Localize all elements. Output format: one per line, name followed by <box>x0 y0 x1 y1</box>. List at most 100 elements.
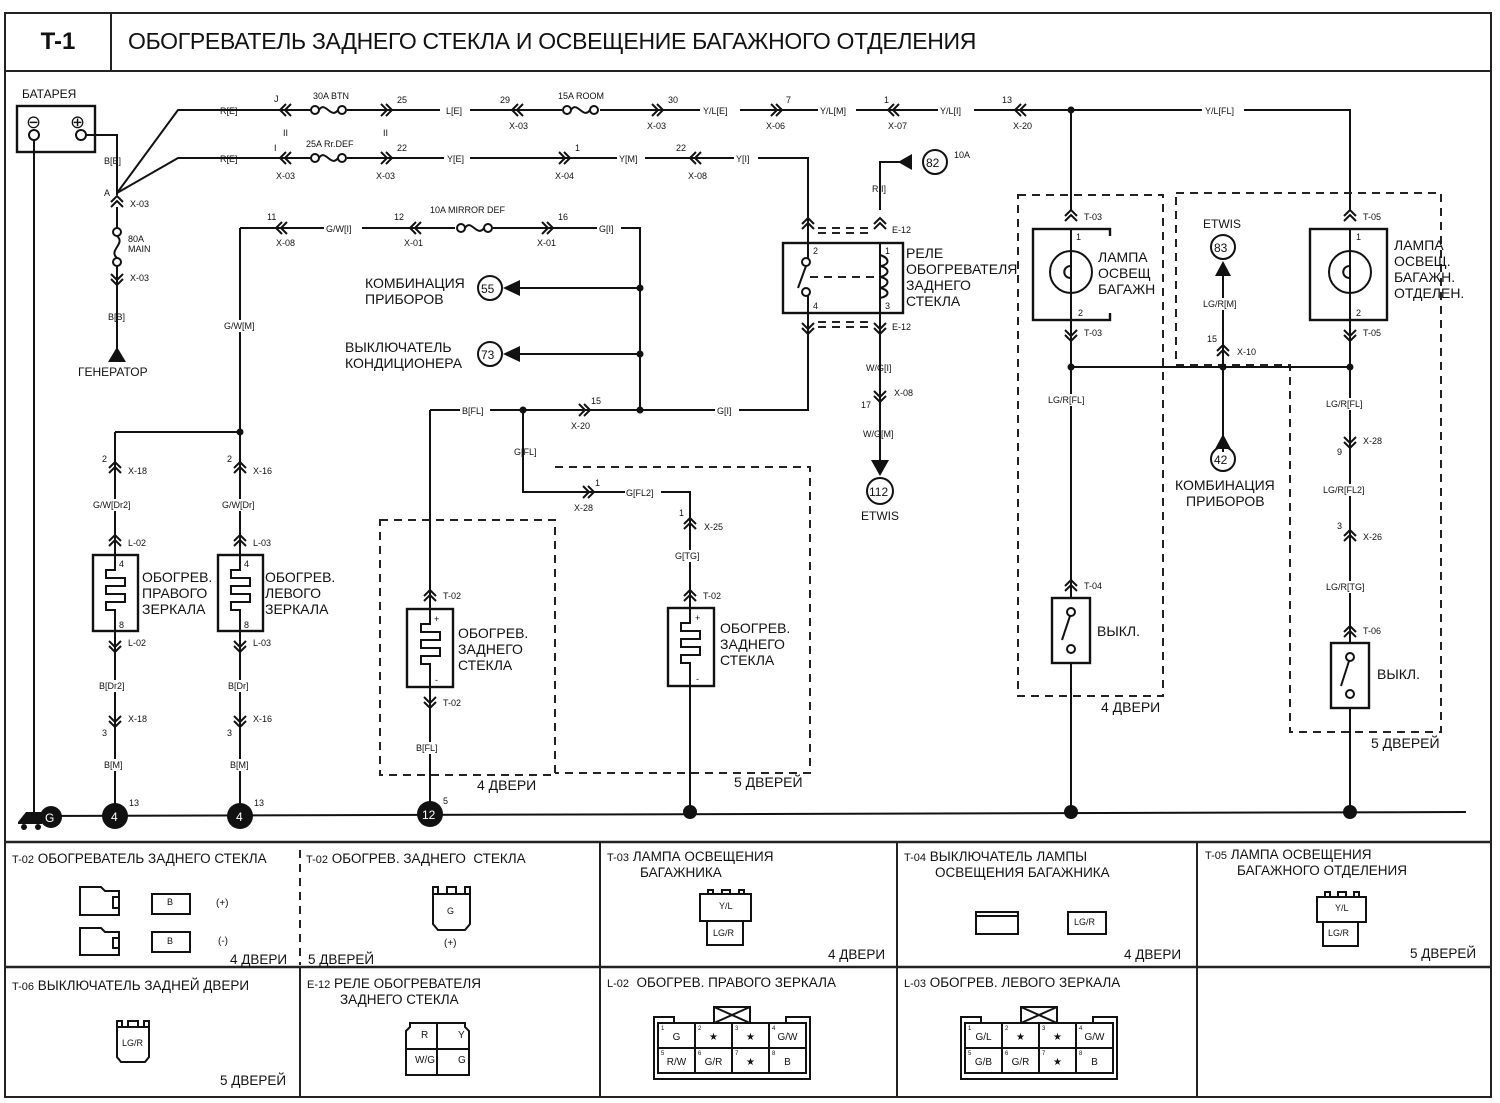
pin-wire-color: G/R <box>1012 1057 1030 1068</box>
ground-point-left-mirror[interactable]: 4 <box>227 803 253 829</box>
ref-label: КОМБИНАЦИЯ <box>365 275 465 291</box>
right-mirror-heater: 4 8 <box>91 553 140 633</box>
ref-number: 55 <box>481 282 495 296</box>
component-label: БАГАЖН. <box>1394 269 1455 285</box>
component-label: ОБОГРЕВ. <box>142 569 212 585</box>
connector-label: T-03 <box>1084 328 1102 338</box>
trunk-switch-5door[interactable] <box>1329 641 1371 710</box>
pin-label: 11 <box>267 212 276 222</box>
pin-wire-color: G/W <box>778 1032 799 1043</box>
connector-label: X-28 <box>574 503 593 513</box>
ground-point-right-mirror[interactable]: 4 <box>102 803 128 829</box>
fuse-label: 10A MIRROR DEF <box>430 205 506 215</box>
ref-82-badge[interactable] <box>922 149 948 175</box>
connector-label: T-02 <box>443 698 461 708</box>
component-label: ОТДЕЛЕН. <box>1394 285 1464 301</box>
pin-wire-color: ★ <box>709 1032 718 1043</box>
battery-positive-icon: ⊕ <box>70 112 85 132</box>
trunk-switch-4door[interactable] <box>1050 596 1092 665</box>
wire-label: G[FL] <box>514 447 537 457</box>
connector-code: T-06 <box>12 981 35 993</box>
variant-label: 4 ДВЕРИ <box>230 952 288 967</box>
pin-label: 4 <box>813 301 818 311</box>
trunk-lamp-4door: 1 2 <box>1031 227 1114 322</box>
pin-wire-color: R/W <box>667 1057 687 1068</box>
wire-label: R[E] <box>220 154 238 164</box>
connector-title: ВЫКЛЮЧАТЕЛЬ ЛАМПЫ <box>929 849 1088 864</box>
connector-label: X-18 <box>128 714 147 724</box>
component-label: ЛАМПА <box>1394 237 1444 253</box>
ref-55-badge[interactable] <box>477 275 503 301</box>
component-label: ОБОГРЕВ. <box>458 625 528 641</box>
wire-label: G/W[M] <box>224 321 255 331</box>
pin-number: 4 <box>772 1026 776 1032</box>
left-mirror-heater: 4 8 <box>216 553 265 633</box>
wire-label: Y/L[M] <box>820 106 846 116</box>
connector-label: X-16 <box>253 466 272 476</box>
pin-number: 8 <box>1079 1051 1083 1057</box>
pin-label: J <box>274 94 279 104</box>
pin-label: 22 <box>676 143 686 153</box>
pin-label: 2 <box>227 454 232 464</box>
five-door-group-outline <box>555 466 811 774</box>
pin-label: 13 <box>129 798 139 808</box>
connector-label: X-25 <box>704 522 723 532</box>
legend-t04: T-04 ВЫКЛЮЧАТЕЛЬ ЛАМПЫ ОСВЕЩЕНИЯ БАГАЖНИ… <box>897 842 1197 967</box>
ground-label: G <box>45 811 54 825</box>
connector-title: РЕЛЕ ОБОГРЕВАТЕЛЯ <box>334 976 482 991</box>
polarity-label: (+) <box>444 938 457 949</box>
connector-pin-cell <box>1075 1047 1114 1074</box>
pin-label: 3 <box>227 728 232 738</box>
pin-label: 1 <box>1076 232 1081 242</box>
pin-label: Y/L <box>719 901 733 911</box>
group-label: 5 ДВЕРЕЙ <box>734 773 803 790</box>
ground-number: 4 <box>111 810 118 824</box>
connector-pin-cell <box>768 1047 807 1074</box>
ref-83-badge[interactable] <box>1210 234 1236 260</box>
pin-label: 1 <box>1356 232 1361 242</box>
pin-label: 25 <box>397 95 407 105</box>
component-label: СТЕКЛА <box>458 657 513 673</box>
connector-title: БАГАЖНОГО ОТДЕЛЕНИЯ <box>1237 863 1408 878</box>
wire-label: G/W[I] <box>326 224 352 234</box>
wire-label: G[TG] <box>675 551 700 561</box>
ref-42-badge[interactable] <box>1210 446 1236 472</box>
connector-title: ОБОГРЕВ. ПРАВОГО ЗЕРКАЛА <box>636 975 836 990</box>
pin-wire-color: ★ <box>1053 1057 1062 1068</box>
component-label: ЗАДНЕГО <box>720 636 785 652</box>
ref-73-badge[interactable] <box>477 341 503 367</box>
page-code: T-1 <box>6 14 112 70</box>
connector-title: ОСВЕЩЕНИЯ БАГАЖНИКА <box>935 865 1110 880</box>
fuse-label: 25A Rr.DEF <box>306 139 354 149</box>
connector-label: X-28 <box>1363 436 1382 446</box>
connector-code: T-02 <box>306 854 329 866</box>
polarity-label: (-) <box>218 936 228 947</box>
connector-title: ОБОГРЕВАТЕЛЬ ЗАДНЕГО СТЕКЛА <box>37 851 267 866</box>
connector-label: X-03 <box>130 273 149 283</box>
component-label: ЛЕВОГО <box>265 585 321 601</box>
ref-112-badge[interactable] <box>866 477 894 505</box>
ground-point-rear-heater[interactable]: 12 <box>417 801 443 827</box>
pin-label: 29 <box>500 95 510 105</box>
wire-label: LG/R[TG] <box>1326 582 1365 592</box>
wire-label: B[Dr2] <box>99 681 125 691</box>
arrow-icon <box>1215 261 1231 276</box>
component-label: ЗЕРКАЛА <box>142 601 206 617</box>
l03-connector-face: 1G/L2★3★4G/W5G/B6G/R7★8B <box>960 1006 1118 1080</box>
switch-label: ВЫКЛ. <box>1097 623 1140 639</box>
pin-label: LG/R <box>713 928 735 938</box>
ground-junction <box>1064 805 1078 819</box>
link-mark: II <box>383 128 388 138</box>
pin-label: 2 <box>813 246 818 256</box>
pin-label: B <box>167 936 174 946</box>
pin-wire-color: ★ <box>1053 1032 1062 1043</box>
trunk-lamp-5door: 1 2 <box>1308 227 1389 322</box>
connector-code: L-02 <box>607 978 630 990</box>
battery-label: БАТАРЕЯ <box>22 87 76 101</box>
connector-title: ОБОГРЕВ. ЛЕВОГО ЗЕРКАЛА <box>929 975 1121 990</box>
pin-label: 2 <box>1356 308 1361 318</box>
wire-label: G[FL2] <box>626 488 654 498</box>
component-label: ЗАДНЕГО <box>458 641 523 657</box>
five-door-lamp-group-outline <box>1175 192 1442 733</box>
